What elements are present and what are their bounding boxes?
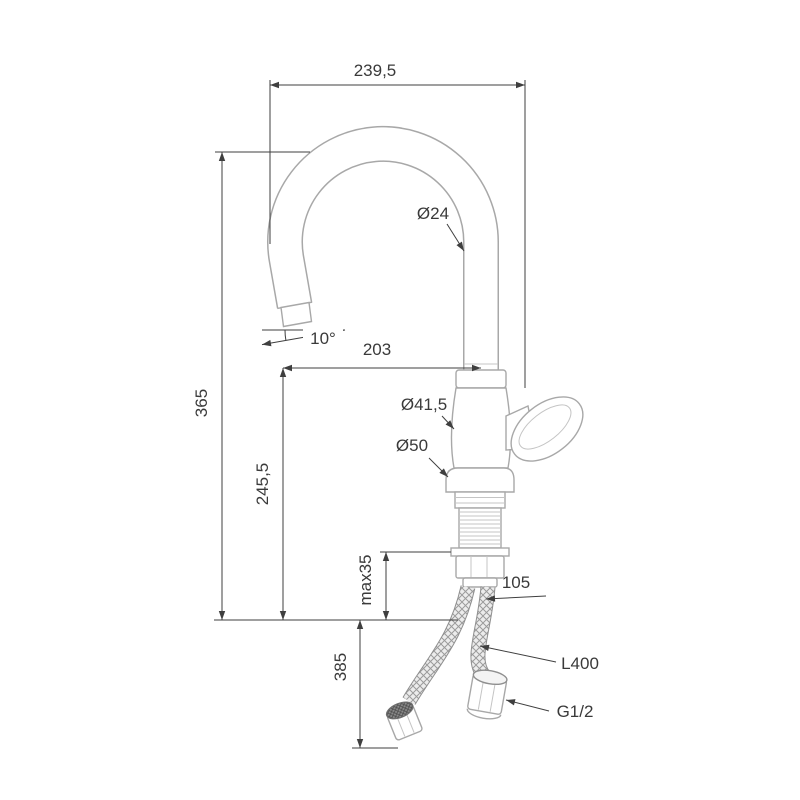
nut-facets bbox=[470, 556, 488, 578]
angle-arc bbox=[284, 329, 287, 341]
leader-line bbox=[428, 457, 449, 478]
dim-spout-diameter: Ø24 bbox=[417, 204, 465, 252]
dim-overall-depth: 239,5 bbox=[269, 61, 526, 388]
leader-line bbox=[505, 699, 550, 712]
leader-line bbox=[441, 415, 455, 430]
g12-nut-top bbox=[472, 669, 508, 686]
dim-outlet-angle: 10° bbox=[261, 329, 346, 348]
hose-left-braid bbox=[403, 585, 475, 705]
dim-overall-height-label: 365 bbox=[192, 389, 211, 417]
leader-line bbox=[485, 595, 547, 602]
dim-spout-diameter-label: Ø24 bbox=[417, 204, 449, 223]
dim-outlet-angle-label: 10° bbox=[310, 329, 336, 348]
hose-fitting-small bbox=[385, 701, 423, 741]
faucet-drawing bbox=[267, 125, 584, 741]
dim-base-diameter-label: Ø50 bbox=[396, 436, 428, 455]
mounting-nut bbox=[455, 555, 505, 579]
dim-max-deck-thickness: max35 bbox=[356, 551, 451, 620]
dim-connection-thread-label: G1/2 bbox=[557, 702, 594, 721]
supply-hoses bbox=[385, 585, 508, 741]
dim-outlet-height: 245,5 bbox=[253, 368, 287, 620]
dim-connection-thread: G1/2 bbox=[505, 699, 594, 721]
shank-threads bbox=[459, 511, 501, 545]
dim-body-diameter-label: Ø41,5 bbox=[401, 395, 447, 414]
dim-outlet-height-label: 245,5 bbox=[253, 463, 272, 506]
gasket-ribs bbox=[455, 497, 505, 504]
rubber-gasket bbox=[454, 491, 506, 509]
base-flange bbox=[445, 467, 515, 493]
dim-max-deck-thickness-label: max35 bbox=[356, 554, 375, 605]
leader-line bbox=[446, 223, 465, 252]
handle-detail-line bbox=[518, 404, 572, 450]
body-shell bbox=[450, 387, 512, 469]
dim-spout-reach: 203 bbox=[283, 340, 481, 372]
dim-body-diameter: Ø41,5 bbox=[401, 395, 455, 430]
dim-shank-clearance: 105 bbox=[485, 573, 547, 602]
leader-line bbox=[479, 644, 557, 663]
hose-fitting-g12-nut bbox=[466, 669, 508, 720]
dim-spout-reach-label: 203 bbox=[363, 340, 391, 359]
dim-hose-length: L400 bbox=[479, 644, 599, 673]
dim-overall-depth-label: 239,5 bbox=[354, 61, 397, 80]
label-backing bbox=[303, 329, 343, 347]
mounting-washer bbox=[450, 547, 510, 557]
dim-base-diameter: Ø50 bbox=[396, 436, 449, 478]
handle-paddle bbox=[510, 396, 584, 462]
mounting-hardware bbox=[450, 491, 510, 588]
spout bbox=[267, 125, 499, 392]
hose-adapter bbox=[462, 577, 498, 588]
small-fitting-top bbox=[385, 701, 414, 720]
dimension-annotations: 239,5 Ø24 10° 203 365 245,5 bbox=[192, 61, 599, 749]
dim-hose-length-label: L400 bbox=[561, 654, 599, 673]
dim-below-deck-depth: 385 bbox=[331, 620, 398, 749]
spout-tube-fill bbox=[268, 127, 498, 392]
dim-overall-height: 365 bbox=[192, 151, 310, 620]
g12-nut-bottom bbox=[466, 708, 502, 720]
faucet-body bbox=[445, 369, 584, 493]
dim-shank-clearance-label: 105 bbox=[502, 573, 530, 592]
swivel-collar bbox=[455, 369, 507, 389]
handle bbox=[510, 396, 584, 462]
aerator bbox=[280, 301, 313, 328]
dim-below-deck-depth-label: 385 bbox=[331, 653, 350, 681]
